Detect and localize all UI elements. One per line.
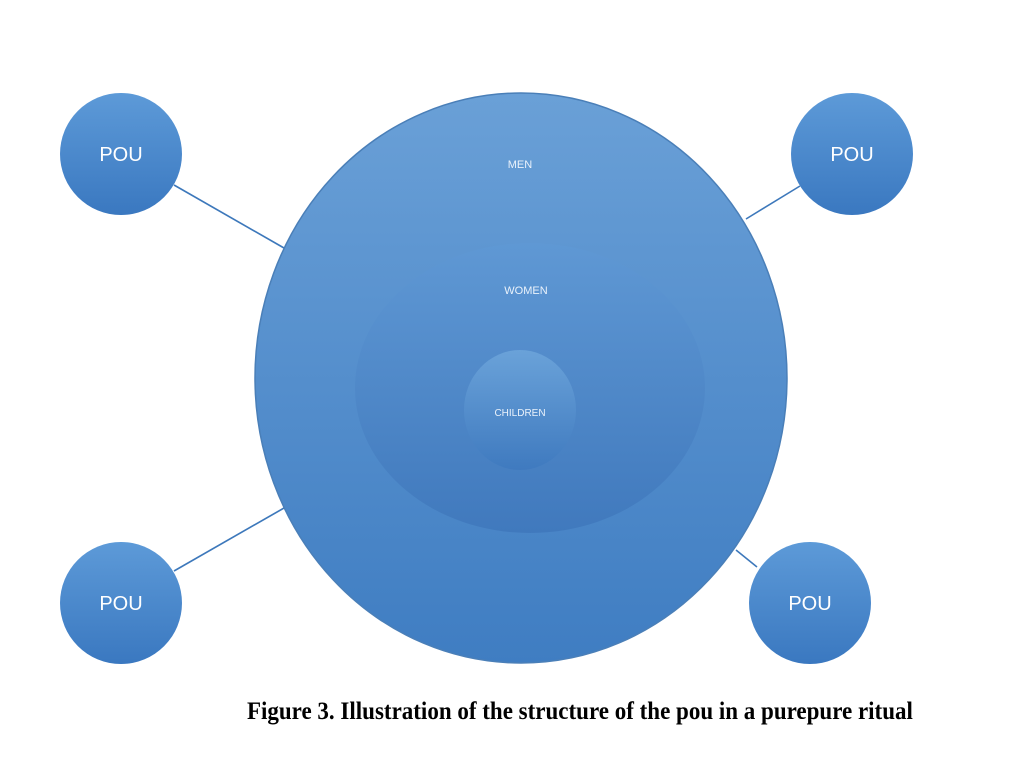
pou-node-bottom-left: POU	[60, 542, 182, 664]
connector-line-top-right	[745, 185, 801, 220]
pou-node-label: POU	[788, 593, 831, 615]
pou-node-label: POU	[830, 144, 873, 166]
inner-ring-label: CHILDREN	[494, 408, 545, 419]
inner-ring-children	[464, 350, 576, 470]
connector-line-top-left	[173, 184, 285, 249]
pou-node-label: POU	[99, 593, 142, 615]
pou-node-bottom-right: POU	[749, 542, 871, 664]
connector-line-bottom-left	[173, 507, 285, 572]
figure-caption-text: Figure 3. Illustration of the structure …	[247, 698, 913, 725]
pou-node-top-right: POU	[791, 93, 913, 215]
pou-node-top-left: POU	[60, 93, 182, 215]
pou-node-label: POU	[99, 144, 142, 166]
figure-caption: Figure 3. Illustration of the structure …	[0, 698, 1024, 726]
middle-ring-label: WOMEN	[504, 285, 547, 297]
connector-line-bottom-right	[735, 549, 758, 568]
outer-ring-label: MEN	[508, 159, 533, 171]
